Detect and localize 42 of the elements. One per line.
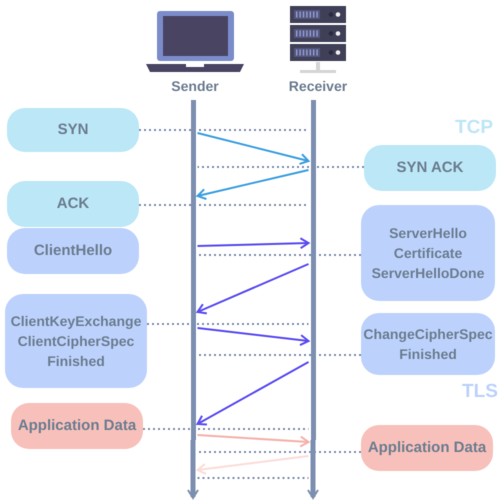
message-name: Finished	[399, 345, 457, 364]
message-box: Application Data	[361, 425, 493, 471]
lifeline-bar	[190, 100, 196, 440]
protocol-label: TCP	[455, 117, 493, 139]
message-arrow	[197, 237, 310, 250]
message-box	[361, 205, 495, 301]
dotted-line	[198, 451, 361, 453]
message-box: Application Data	[11, 403, 143, 449]
message-arrow	[196, 263, 309, 314]
lifeline-bar	[310, 100, 316, 440]
dotted-line	[139, 204, 308, 206]
participant-label: Sender	[170, 78, 220, 94]
message-name: ServerHelloDone	[372, 264, 484, 283]
dotted-line	[143, 428, 308, 430]
message-name: ServerHello	[389, 224, 467, 243]
dotted-line	[198, 166, 364, 168]
participant-label: Receiver	[288, 78, 348, 94]
message-arrow	[197, 132, 310, 165]
message-box: ClientHello	[7, 228, 139, 274]
message-box	[5, 294, 147, 388]
message-arrow	[197, 327, 310, 346]
message-name: ChangeCipherSpec	[363, 325, 493, 344]
dotted-line	[198, 354, 361, 356]
dotted-line	[198, 254, 361, 256]
message-arrow	[196, 169, 309, 200]
message-name: Finished	[47, 352, 105, 371]
message-arrow	[197, 434, 310, 448]
message-name: Certificate	[394, 244, 462, 263]
dotted-line	[198, 477, 308, 479]
message-box	[361, 313, 495, 375]
lifeline-arrow	[187, 440, 199, 499]
message-arrow	[196, 361, 309, 426]
dotted-line	[147, 323, 308, 325]
message-box: SYN ACK	[364, 145, 496, 191]
lifeline-arrow	[307, 440, 319, 499]
message-box: ACK	[7, 181, 139, 227]
message-box: SYN	[7, 108, 139, 152]
protocol-label: TLS	[462, 381, 498, 403]
message-name: ClientCipherSpec	[18, 332, 134, 351]
message-arrow	[196, 455, 309, 475]
dotted-line	[139, 129, 308, 131]
message-name: ClientKeyExchange	[10, 312, 142, 331]
